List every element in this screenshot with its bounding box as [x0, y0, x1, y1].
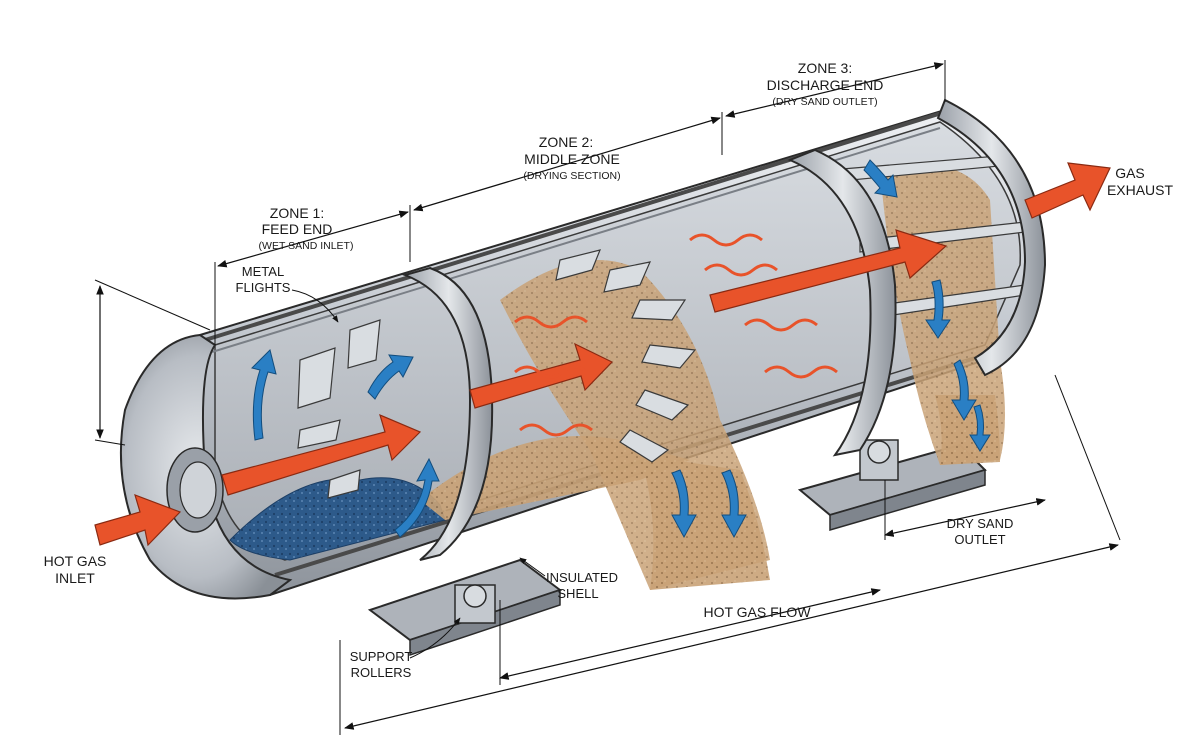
insulated-shell-label: INSULATED SHELL [546, 570, 618, 601]
heat-wave-arrows [514, 233, 838, 437]
hot-gas-inlet-line-1: HOT GAS [44, 553, 107, 569]
dryer-drum [119, 98, 1047, 600]
gas-exhaust-line-2: EXHAUST [1107, 182, 1174, 198]
zone-2-label: ZONE 2: MIDDLE ZONE (DRYING SECTION) [523, 134, 620, 182]
zone-3-detail: (DRY SAND OUTLET) [772, 96, 877, 108]
support-rollers-line-2: ROLLERS [351, 665, 412, 680]
support-rollers-line-1: SUPPORT [350, 649, 413, 664]
zone-1-name: FEED END [262, 221, 333, 237]
gas-exhaust-line-1: GAS [1115, 165, 1145, 181]
airflow-arrows [251, 159, 991, 539]
gas-exhaust-label: GAS EXHAUST [1107, 165, 1174, 198]
hot-gas-flow-label: HOT GAS FLOW [703, 604, 811, 620]
insulated-shell-line-1: INSULATED [546, 570, 618, 585]
zone-2-detail: (DRYING SECTION) [523, 170, 620, 182]
metal-flights-line-1: METAL [242, 264, 284, 279]
zone-2-title: ZONE 2: [539, 134, 593, 150]
zone-3-name: DISCHARGE END [767, 77, 884, 93]
support-rollers-label: SUPPORT ROLLERS [350, 649, 413, 680]
zone-3-label: ZONE 3: DISCHARGE END (DRY SAND OUTLET) [767, 60, 884, 108]
zone-3-title: ZONE 3: [798, 60, 852, 76]
hot-gas-inlet-arrow [94, 494, 182, 547]
metal-flights-line-2: FLIGHTS [236, 280, 291, 295]
gas-exhaust-arrow [1024, 162, 1111, 219]
zone-1-label: ZONE 1: FEED END (WET SAND INLET) [259, 205, 354, 252]
zone-2-name: MIDDLE ZONE [524, 151, 620, 167]
insulated-shell-line-2: SHELL [557, 586, 598, 601]
hot-gas-main-arrows [221, 229, 948, 496]
dry-sand-outlet-line-1: DRY SAND [947, 516, 1014, 531]
support-base-left [367, 558, 563, 657]
hot-gas-inlet-label: HOT GAS INLET [44, 553, 107, 586]
zone-1-detail: (WET SAND INLET) [259, 240, 354, 252]
dry-sand-outlet-line-2: OUTLET [954, 532, 1005, 547]
zone-1-title: ZONE 1: [270, 205, 324, 221]
dimension-lines [94, 60, 1121, 735]
hot-gas-inlet-line-2: INLET [55, 570, 95, 586]
dry-sand-outlet-label: DRY SAND OUTLET [947, 516, 1014, 547]
metal-flights-label: METAL FLIGHTS [236, 264, 291, 295]
callout-leaders [291, 289, 546, 659]
